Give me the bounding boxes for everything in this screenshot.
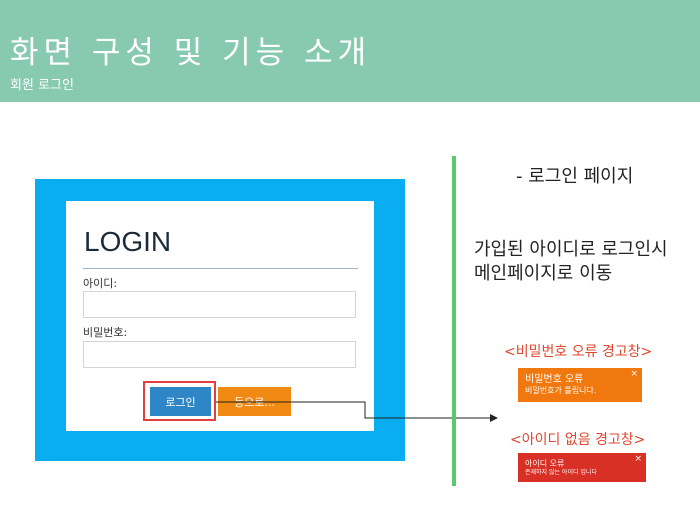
description-body: 가입된 아이디로 로그인시 메인페이지로 이동 [474, 239, 668, 284]
password-label: 비밀번호: [83, 326, 128, 339]
password-alert: 비밀번호 오류 비밀번호가 틀립니다. × [518, 368, 642, 402]
heading-divider [83, 268, 358, 269]
password-alert-title: 비밀번호 오류 [525, 374, 584, 385]
id-alert-title: 아이디 오류 [525, 459, 565, 468]
id-input[interactable] [83, 291, 356, 318]
id-label: 아이디: [83, 277, 118, 290]
section-divider [452, 156, 456, 486]
close-icon[interactable]: × [630, 369, 638, 379]
login-button[interactable]: 로그인 [150, 387, 211, 416]
login-button-highlight [143, 381, 216, 421]
slide-header: 화면 구성 및 기능 소개 회원 로그인 [0, 0, 700, 102]
slide-subtitle: 회원 로그인 [10, 78, 74, 93]
id-alert-label: <아이디 없음 경고창> [510, 432, 646, 448]
slide-title: 화면 구성 및 기능 소개 [10, 35, 372, 71]
id-alert-message: 존재하지 않는 아이디 입니다 [525, 469, 597, 476]
id-alert: 아이디 오류 존재하지 않는 아이디 입니다 × [518, 453, 646, 482]
close-icon[interactable]: × [634, 454, 642, 464]
password-alert-label: <비밀번호 오류 경고창> [504, 344, 653, 360]
password-input[interactable] [83, 341, 356, 368]
description-title: - 로그인 페이지 [516, 166, 634, 187]
login-heading: LOGIN [84, 226, 172, 257]
password-alert-message: 비밀번호가 틀립니다. [525, 386, 597, 395]
